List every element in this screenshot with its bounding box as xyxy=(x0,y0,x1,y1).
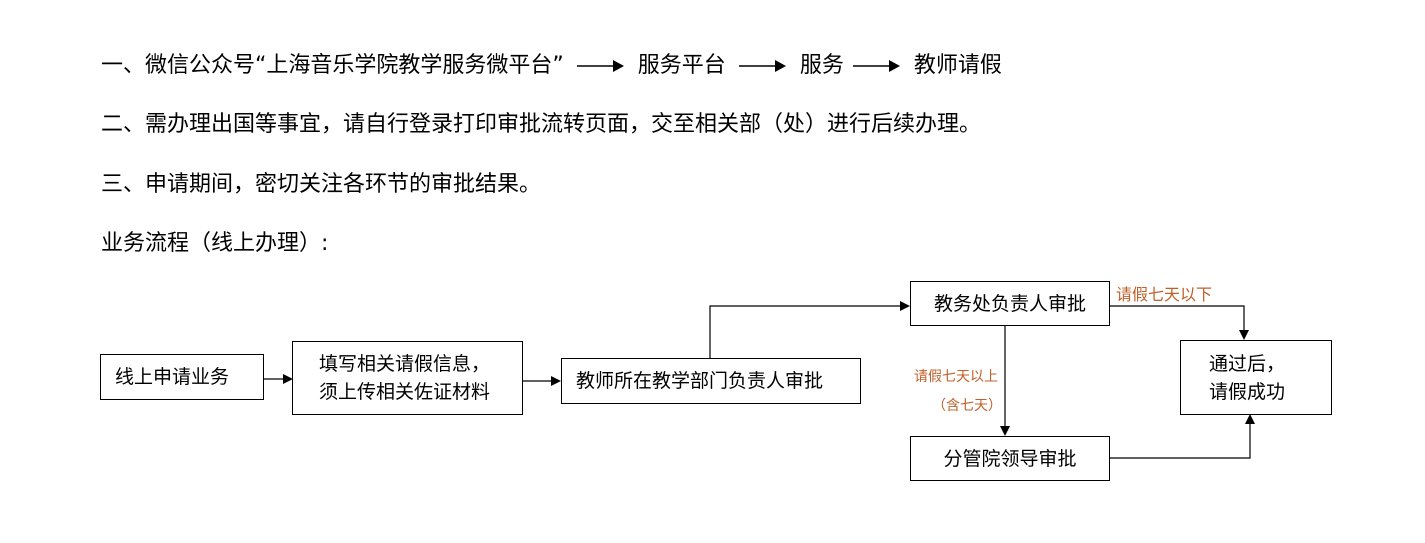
wechat-path-step-service: 服务 xyxy=(799,53,844,78)
arrow-right-icon xyxy=(576,60,624,72)
wechat-path-step-teacher-leave: 教师请假 xyxy=(913,53,1002,78)
flow-step-apply-label: 线上申请业务 xyxy=(115,366,230,388)
instruction-line-1: 一、微信公众号“上海音乐学院教学服务微平台” 服务平台 服务 教师请假 xyxy=(101,51,1002,81)
flow-heading: 业务流程（线上办理）: xyxy=(101,231,329,256)
condition-label-under-seven-days: 请假七天以下 xyxy=(1116,285,1213,304)
condition-label-over-seven-days: 请假七天以上 xyxy=(914,369,998,385)
flow-step-leave-success: 通过后， 请假成功 xyxy=(1180,340,1332,415)
connector-fill-to-dept xyxy=(522,376,561,386)
instruction-line-2: 二、需办理出国等事宜，请自行登录打印审批流转页面，交至相关部（处）进行后续办理。 xyxy=(101,112,982,137)
connector-apply-to-fill xyxy=(263,374,293,384)
flow-step-dept-label: 教师所在教学部门负责人审批 xyxy=(576,370,824,392)
flow-step-leader-approval: 分管院领导审批 xyxy=(910,436,1110,481)
connector-office-to-leader xyxy=(1000,326,1010,436)
instruction-line-3: 三、申请期间，密切关注各环节的审批结果。 xyxy=(101,172,542,197)
arrow-right-icon xyxy=(738,60,786,72)
flow-step-office-label: 教务处负责人审批 xyxy=(933,292,1086,315)
wechat-path-prefix: 一、微信公众号“上海音乐学院教学服务微平台” xyxy=(101,53,564,78)
connector-dept-to-office xyxy=(709,301,910,358)
connector-leader-to-success xyxy=(1110,414,1255,459)
flow-step-dept-approval: 教师所在教学部门负责人审批 xyxy=(561,358,861,404)
flow-step-success-label-line2: 请假成功 xyxy=(1209,380,1286,403)
flow-step-success-label-line1: 通过后， xyxy=(1209,352,1286,375)
flow-step-office-approval: 教务处负责人审批 xyxy=(910,281,1110,326)
flow-step-apply-online: 线上申请业务 xyxy=(100,354,264,400)
arrow-right-icon xyxy=(852,60,900,72)
connector-office-to-success xyxy=(1110,305,1249,340)
flow-step-fill-info: 填写相关请假信息， 须上传相关佐证材料 xyxy=(292,341,523,415)
wechat-path-step-service-platform: 服务平台 xyxy=(637,53,726,78)
flow-step-fill-label-line1: 填写相关请假信息， xyxy=(319,353,491,375)
condition-label-including-seven-days: （含七天） xyxy=(932,398,1002,414)
flow-step-leader-label: 分管院领导审批 xyxy=(943,447,1077,470)
flow-step-fill-label-line2: 须上传相关佐证材料 xyxy=(319,381,491,403)
